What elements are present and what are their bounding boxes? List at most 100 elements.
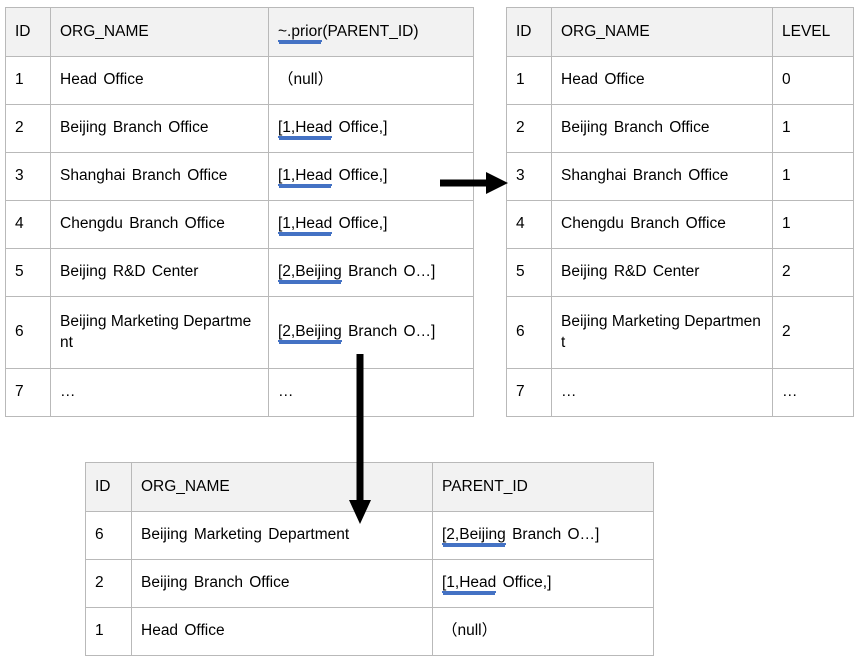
parent-key-rest: Branch O…] — [341, 323, 436, 341]
cell-id: 3 — [506, 152, 552, 201]
cell-parent: [1,Head Office,] — [268, 152, 474, 201]
prior-arg-label: (PARENT_ID) — [322, 22, 419, 40]
table-row: 6 Beijing Marketing Department 2 — [506, 296, 854, 369]
parent-key-prefix: [1,Head — [278, 215, 333, 235]
cell-id: 2 — [5, 104, 51, 153]
cell-org-name: … — [551, 368, 773, 417]
cell-parent: [1,Head Office,] — [268, 200, 474, 249]
table-row: 4 Chengdu Branch Office [1,Head Office,] — [5, 200, 474, 249]
ancestor-path-table: ID ORG_NAME PARENT_ID 6 Beijing Marketin… — [85, 462, 654, 656]
table-row: 3 Shanghai Branch Office [1,Head Office,… — [5, 152, 474, 201]
column-header-id: ID — [5, 7, 51, 57]
cell-org-name: Beijing Branch Office — [131, 559, 433, 608]
cell-id: 5 — [5, 248, 51, 297]
column-header-prior-parent-id: ~.prior(PARENT_ID) — [268, 7, 474, 57]
arrow-right-to-level-table — [438, 168, 510, 198]
parent-key-prefix: [2,Beijing — [442, 526, 506, 546]
cell-level: 1 — [772, 200, 854, 249]
column-header-id: ID — [506, 7, 552, 57]
cell-id: 2 — [85, 559, 132, 608]
prior-function-label: ~.prior — [278, 22, 323, 42]
cell-org-name: Shanghai Branch Office — [551, 152, 773, 201]
cell-parent: … — [268, 368, 474, 417]
cell-id: 5 — [506, 248, 552, 297]
table-row: 4 Chengdu Branch Office 1 — [506, 200, 854, 249]
cell-org-name: Head Office — [50, 56, 269, 105]
cell-org-name: … — [50, 368, 269, 417]
parent-key-rest: Branch O…] — [505, 526, 600, 544]
column-header-parent-id: PARENT_ID — [432, 462, 654, 512]
cell-id: 4 — [5, 200, 51, 249]
cell-org-name: Beijing Branch Office — [50, 104, 269, 153]
parent-key-prefix: [1,Head — [442, 574, 497, 594]
cell-org-name: Beijing Marketing Department — [551, 296, 773, 369]
cell-org-name: Shanghai Branch Office — [50, 152, 269, 201]
cell-parent-id: （null） — [432, 607, 654, 656]
cell-parent-id: [2,Beijing Branch O…] — [432, 511, 654, 560]
column-header-org-name: ORG_NAME — [131, 462, 433, 512]
table-row: 7 … … — [506, 368, 854, 417]
table-header-row: ID ORG_NAME PARENT_ID — [85, 462, 654, 512]
table-header-row: ID ORG_NAME ~.prior(PARENT_ID) — [5, 7, 474, 57]
parent-key-prefix: [2,Beijing — [278, 263, 342, 283]
source-org-table: ID ORG_NAME ~.prior(PARENT_ID) 1 Head Of… — [5, 7, 474, 417]
table-row: 5 Beijing R&D Center 2 — [506, 248, 854, 297]
column-header-level: LEVEL — [772, 7, 854, 57]
cell-level: 2 — [772, 296, 854, 369]
table-row: 1 Head Office 0 — [506, 56, 854, 105]
cell-id: 2 — [506, 104, 552, 153]
cell-id: 3 — [5, 152, 51, 201]
arrow-down-to-path-table — [345, 352, 375, 527]
cell-id: 1 — [5, 56, 51, 105]
table-row: 1 Head Office （null） — [85, 607, 654, 656]
cell-org-name: Beijing Marketing Department — [50, 296, 269, 369]
cell-org-name: Chengdu Branch Office — [50, 200, 269, 249]
column-header-org-name: ORG_NAME — [50, 7, 269, 57]
cell-parent: [2,Beijing Branch O…] — [268, 296, 474, 369]
cell-parent: （null） — [268, 56, 474, 105]
parent-key-rest: Branch O…] — [341, 263, 436, 281]
cell-id: 6 — [85, 511, 132, 560]
cell-org-name: Chengdu Branch Office — [551, 200, 773, 249]
cell-parent: [2,Beijing Branch O…] — [268, 248, 474, 297]
cell-level: 2 — [772, 248, 854, 297]
parent-key-prefix: [1,Head — [278, 119, 333, 139]
parent-key-prefix: [2,Beijing — [278, 323, 342, 343]
parent-key-prefix: [1,Head — [278, 167, 333, 187]
cell-org-name: Beijing R&D Center — [50, 248, 269, 297]
cell-parent: [1,Head Office,] — [268, 104, 474, 153]
table-row: 1 Head Office （null） — [5, 56, 474, 105]
column-header-org-name: ORG_NAME — [551, 7, 773, 57]
table-row: 2 Beijing Branch Office [1,Head Office,] — [85, 559, 654, 608]
cell-level: 1 — [772, 152, 854, 201]
parent-key-rest: Office,] — [332, 119, 388, 137]
cell-org-name: Beijing Marketing Department — [131, 511, 433, 560]
cell-level: 0 — [772, 56, 854, 105]
cell-level: 1 — [772, 104, 854, 153]
cell-org-name: Beijing Branch Office — [551, 104, 773, 153]
table-row: 2 Beijing Branch Office [1,Head Office,] — [5, 104, 474, 153]
cell-parent-id: [1,Head Office,] — [432, 559, 654, 608]
table-row: 6 Beijing Marketing Department [2,Beijin… — [85, 511, 654, 560]
cell-org-name: Beijing R&D Center — [551, 248, 773, 297]
cell-id: 6 — [506, 296, 552, 369]
table-row: 3 Shanghai Branch Office 1 — [506, 152, 854, 201]
parent-key-rest: Office,] — [496, 574, 552, 592]
parent-key-rest: Office,] — [332, 215, 388, 233]
cell-id: 7 — [506, 368, 552, 417]
cell-id: 7 — [5, 368, 51, 417]
level-org-table: ID ORG_NAME LEVEL 1 Head Office 0 2 Beij… — [506, 7, 854, 417]
cell-id: 1 — [85, 607, 132, 656]
table-header-row: ID ORG_NAME LEVEL — [506, 7, 854, 57]
table-row: 7 … … — [5, 368, 474, 417]
table-row: 5 Beijing R&D Center [2,Beijing Branch O… — [5, 248, 474, 297]
cell-org-name: Head Office — [131, 607, 433, 656]
cell-level: … — [772, 368, 854, 417]
cell-id: 4 — [506, 200, 552, 249]
parent-key-rest: Office,] — [332, 167, 388, 185]
table-row: 6 Beijing Marketing Department [2,Beijin… — [5, 296, 474, 369]
cell-id: 6 — [5, 296, 51, 369]
table-row: 2 Beijing Branch Office 1 — [506, 104, 854, 153]
cell-id: 1 — [506, 56, 552, 105]
